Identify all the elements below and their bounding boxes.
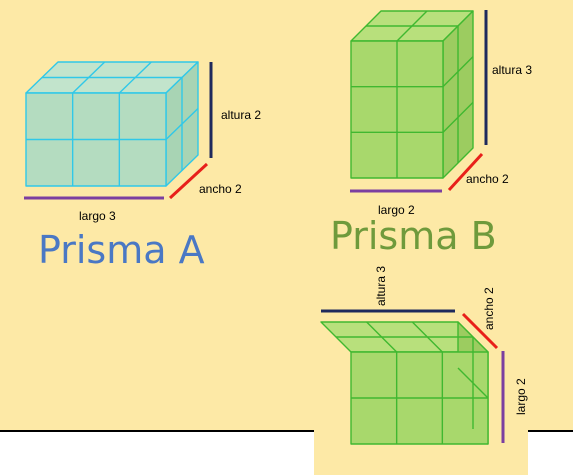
prism-b-length-label: largo 2 <box>378 203 415 217</box>
prism-a-width-label: ancho 2 <box>199 182 242 196</box>
prism-b-width-label: ancho 2 <box>466 172 509 186</box>
prism-c-width-label: ancho 2 <box>482 287 496 330</box>
prism-b <box>350 10 474 179</box>
prism-a-height-label: altura 2 <box>221 108 261 122</box>
prism-a-length-label: largo 3 <box>79 209 116 223</box>
prism-c-width-line <box>461 312 499 350</box>
prism-b-width-line <box>447 152 484 192</box>
prism-a <box>25 61 199 187</box>
prism-a-width-line <box>168 162 209 200</box>
prism-a-title: Prisma A <box>38 228 205 272</box>
prism-c-length-label: largo 2 <box>514 378 528 415</box>
prism-c-height-label: altura 3 <box>374 266 388 306</box>
prism-c <box>320 321 489 445</box>
prism-b-title: Prisma B <box>330 214 497 258</box>
prism-b-height-label: altura 3 <box>492 63 532 77</box>
